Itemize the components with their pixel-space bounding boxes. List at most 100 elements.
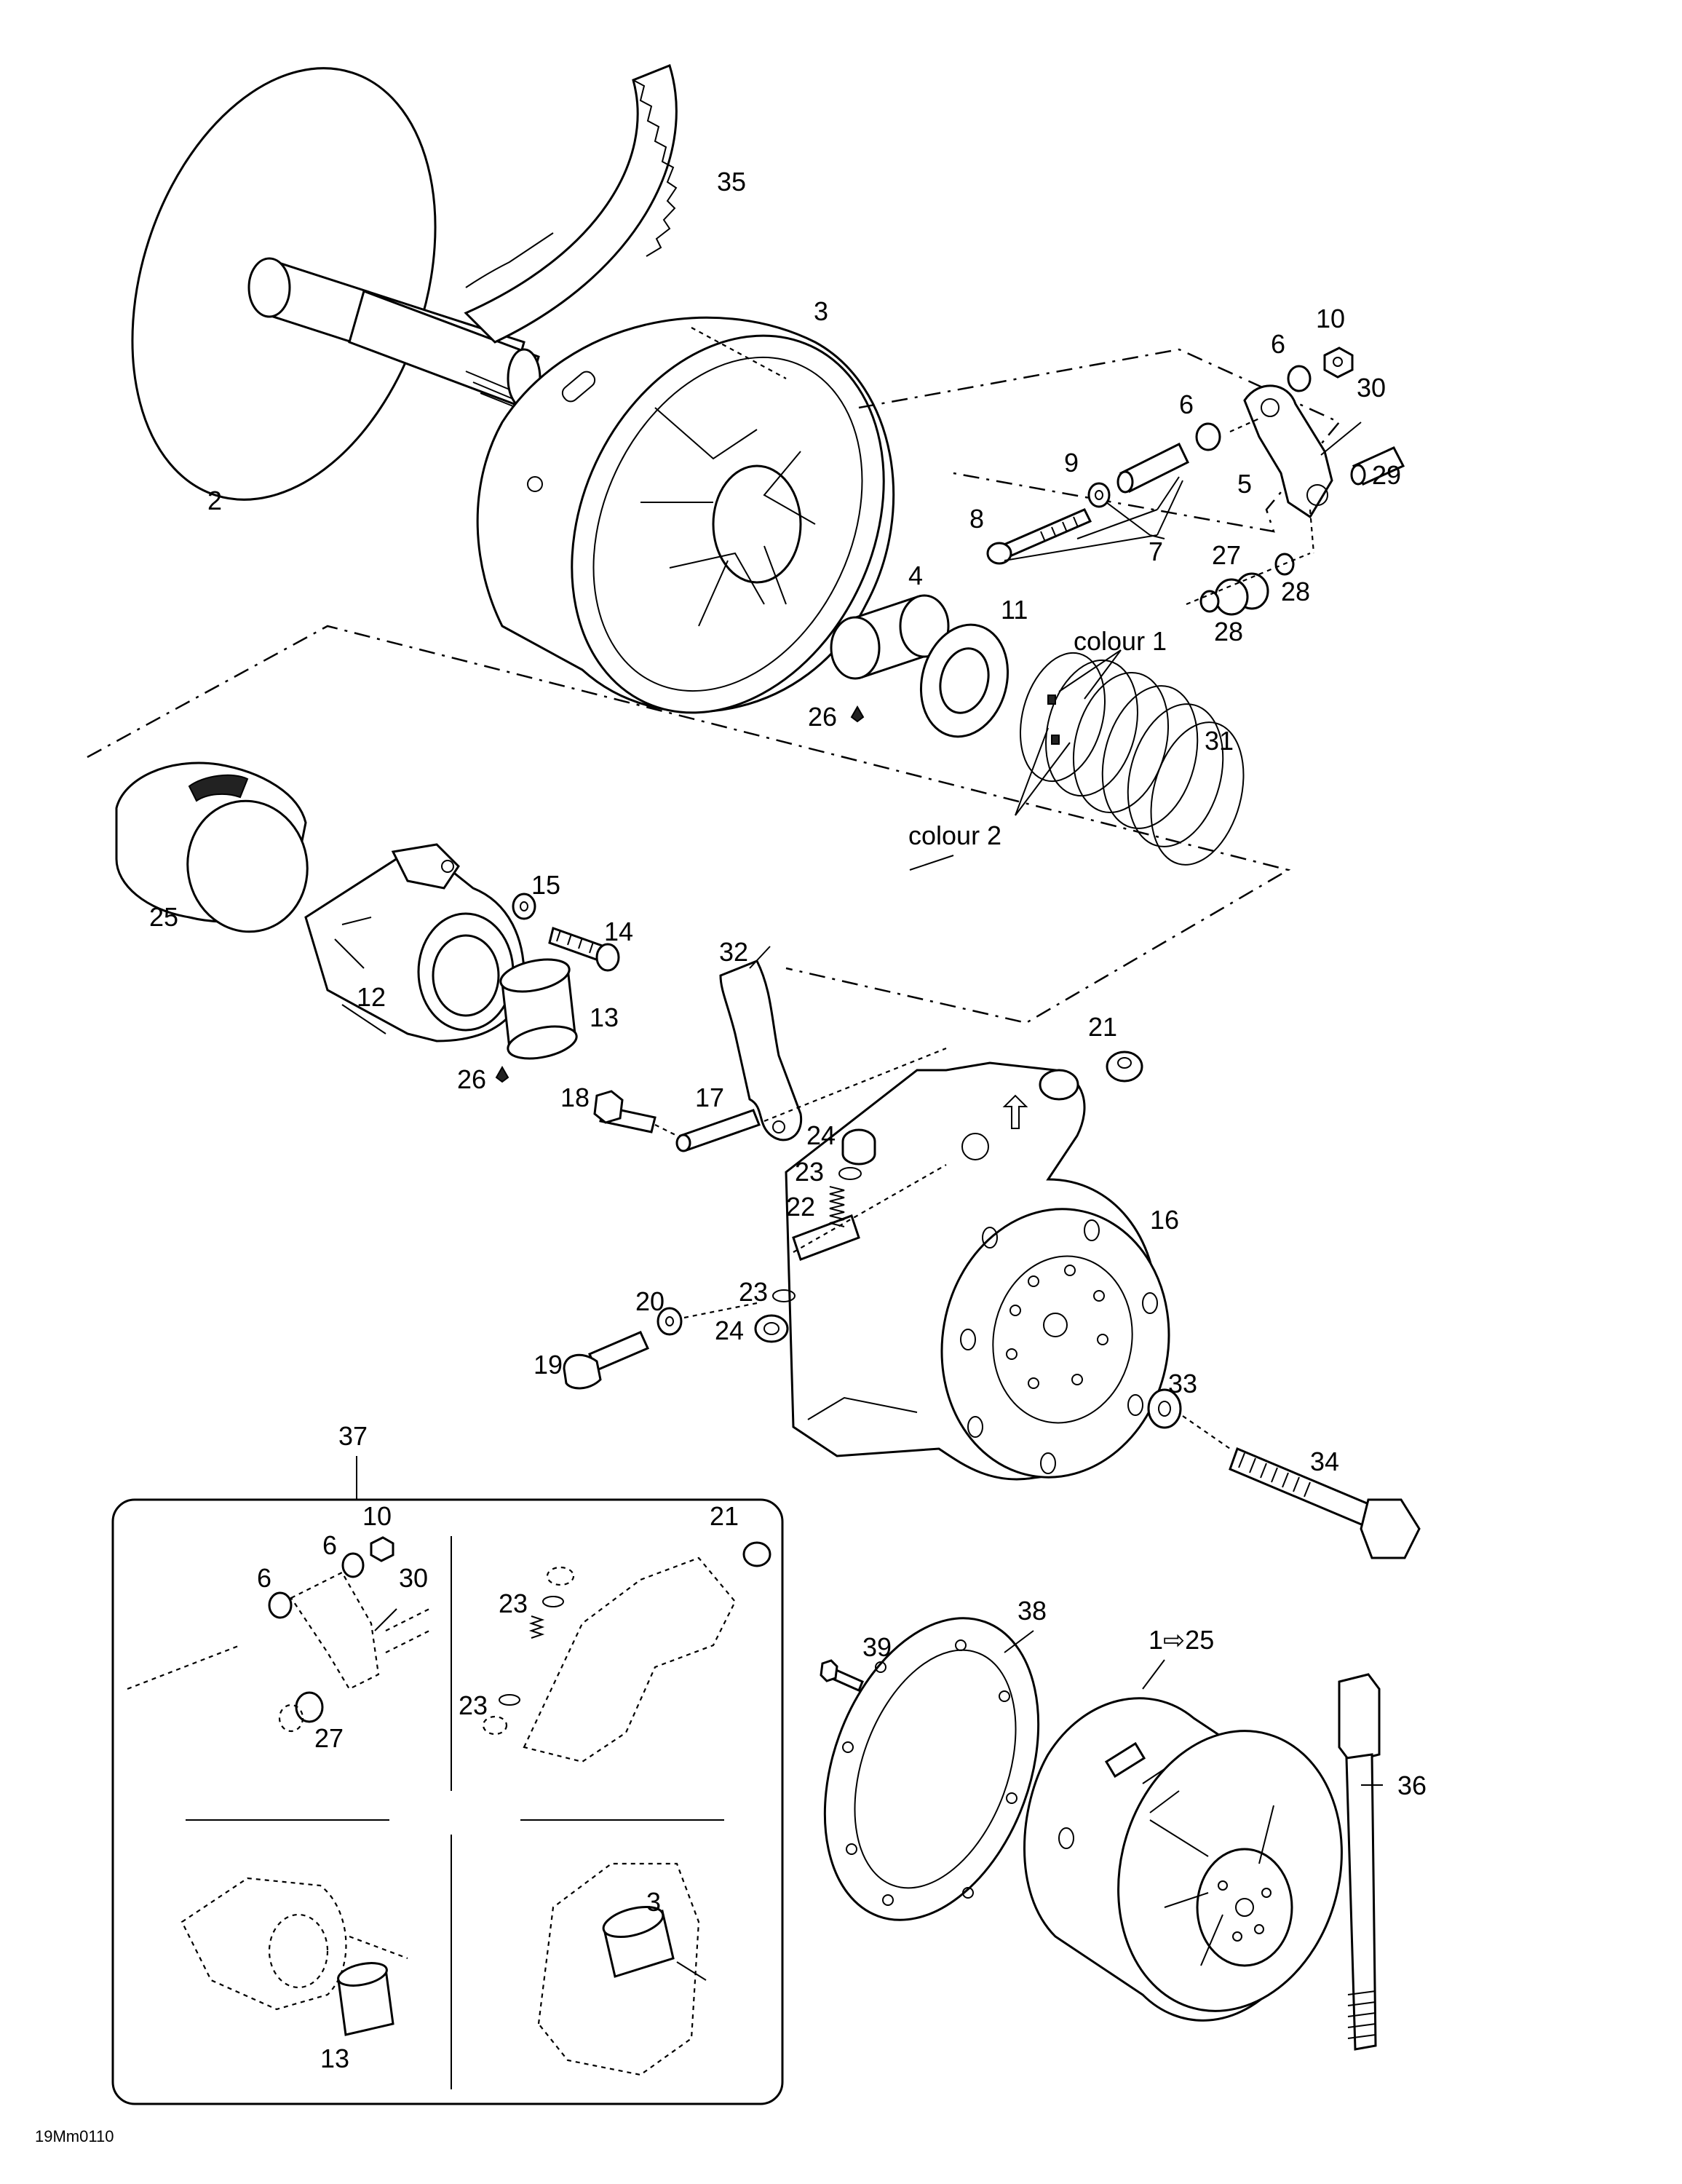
screw-part-39: [820, 1659, 864, 1692]
label-39: 39: [862, 1632, 892, 1662]
inset-label-6-lower: 6: [257, 1563, 271, 1593]
label-10: 10: [1316, 304, 1345, 333]
drive-belt-part-35: [464, 64, 678, 344]
washer-part-9: [1087, 482, 1111, 508]
label-26-lower: 26: [457, 1064, 486, 1094]
clutch-assembly-part-1-25: [1023, 1697, 1343, 2022]
label-36: 36: [1397, 1770, 1427, 1800]
label-6-lower: 6: [1179, 389, 1194, 419]
label-26-upper: 26: [808, 702, 837, 732]
bushing-part-4: [830, 594, 950, 680]
label-24-lower: 24: [715, 1315, 744, 1345]
inset-label-21: 21: [710, 1501, 739, 1531]
label-17: 17: [695, 1083, 724, 1112]
nut-part-21: [1106, 1051, 1143, 1083]
label-29: 29: [1372, 460, 1401, 490]
label-14: 14: [604, 917, 633, 946]
inset-label-27: 27: [314, 1723, 344, 1753]
callout-labels: 35 3 2 10 6 30 6 9 5 29 8 7 27 28 28 4 1…: [35, 167, 1427, 2145]
label-1-to-25: 1⇨25: [1149, 1625, 1214, 1655]
inset-label-23-upper: 23: [499, 1588, 528, 1618]
inset-label-3: 3: [646, 1887, 661, 1917]
ring-part-23-lower: [772, 1289, 796, 1302]
pin-part-26-upper: [850, 705, 865, 723]
bolt-part-8: [986, 508, 1092, 565]
inset-label-10: 10: [362, 1501, 392, 1531]
label-32: 32: [719, 937, 748, 967]
label-23-upper: 23: [795, 1157, 824, 1187]
leader-lines: [356, 476, 1383, 1786]
label-30: 30: [1357, 373, 1386, 403]
drawing-reference: 19Mm0110: [35, 2127, 114, 2145]
cap-part-24-lower: [754, 1314, 789, 1343]
inset-label-30: 30: [399, 1563, 428, 1593]
label-colour-1: colour 1: [1074, 626, 1167, 656]
label-24-upper: 24: [806, 1120, 836, 1150]
inset-governor-sketch: [181, 1877, 408, 2036]
label-8: 8: [969, 504, 984, 534]
screw-part-14: [548, 927, 620, 972]
nut-part-10: [1323, 347, 1354, 379]
spider-part-16: [785, 1061, 1170, 1481]
label-33: 33: [1168, 1369, 1197, 1398]
label-21: 21: [1088, 1012, 1117, 1042]
bushing-part-13: [499, 958, 578, 1060]
spacer-part-6-lower: [1195, 422, 1221, 451]
inset-label-6-upper: 6: [322, 1530, 337, 1560]
label-19: 19: [533, 1350, 563, 1380]
label-5: 5: [1237, 469, 1252, 499]
roller-part-27: [1214, 572, 1269, 616]
movable-sheave-part-3: [476, 316, 895, 714]
washer-part-28-left: [1199, 590, 1220, 613]
spacer-part-6-upper: [1287, 365, 1312, 392]
label-34: 34: [1310, 1447, 1339, 1476]
label-18: 18: [560, 1083, 590, 1112]
spring-part-22: [829, 1186, 845, 1227]
lever-arm-part-5: [1243, 384, 1333, 519]
upper-assembly-boundary: [858, 348, 1341, 533]
bolt-part-34: [1229, 1447, 1421, 1559]
washer-part-20: [656, 1307, 683, 1336]
label-25: 25: [149, 902, 178, 932]
label-colour-2: colour 2: [908, 820, 1001, 850]
pin-part-7: [1116, 442, 1189, 494]
inset-label-23-lower: 23: [459, 1690, 488, 1720]
pin-part-26-lower: [495, 1065, 509, 1083]
washer-part-33: [1147, 1388, 1182, 1429]
fixed-sheave-part-2: [131, 67, 542, 501]
cotter-pin-part-30: [1320, 422, 1362, 456]
washer-part-11: [919, 623, 1009, 738]
label-22: 22: [786, 1192, 815, 1222]
spring-part-31: [1019, 652, 1245, 866]
label-13: 13: [590, 1002, 619, 1032]
label-2: 2: [207, 486, 222, 515]
label-37: 37: [338, 1421, 368, 1451]
label-23-lower: 23: [739, 1277, 768, 1307]
label-28-right: 28: [1281, 577, 1310, 606]
pin-part-29: [1350, 446, 1405, 486]
label-20: 20: [635, 1286, 665, 1316]
cap-part-24-upper: [841, 1128, 876, 1166]
label-12: 12: [357, 982, 386, 1012]
label-6-upper: 6: [1271, 329, 1285, 359]
inset-label-13: 13: [320, 2043, 349, 2073]
pin-part-17: [675, 1109, 761, 1152]
label-3: 3: [814, 296, 828, 326]
weight-part-32: [719, 960, 803, 1142]
cup-part-25: [115, 761, 309, 933]
inset-hub-sketch: [482, 1541, 771, 1763]
governor-part-12: [304, 843, 525, 1042]
label-15: 15: [531, 870, 560, 900]
label-35: 35: [717, 167, 746, 197]
ring-part-23-upper: [838, 1167, 862, 1180]
washer-part-15: [512, 893, 536, 920]
cover-plate-part-38: [823, 1617, 1040, 1921]
label-4: 4: [908, 561, 923, 590]
bolt-part-19: [563, 1331, 649, 1390]
label-16: 16: [1150, 1205, 1179, 1235]
label-28-left: 28: [1214, 617, 1243, 646]
bolt-part-18: [593, 1090, 656, 1133]
inset-panel-part-37: [111, 1498, 784, 2105]
puller-bolt-part-36: [1338, 1673, 1381, 2051]
